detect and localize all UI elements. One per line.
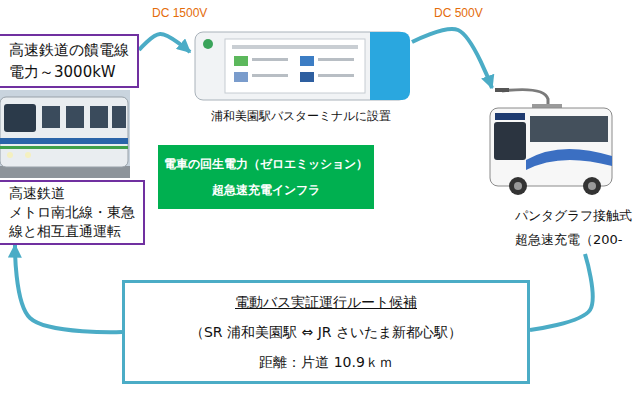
train-photo-part	[42, 106, 60, 128]
railway-box: 高速鉄道メトロ南北線・東急線と相互直通運転	[0, 180, 145, 245]
charger-illustration-part	[318, 74, 354, 77]
node-text: 超急速充電インフラ	[164, 177, 368, 203]
charger-illustration-part	[318, 58, 354, 61]
node-text: 超急速充電（200-	[515, 228, 632, 252]
train-photo-part	[25, 152, 31, 158]
node-text: 線と相互直通運転	[9, 222, 135, 241]
bus-illustration-part	[526, 149, 612, 170]
charger-illustration-part	[370, 32, 410, 100]
bus-illustration-part	[509, 177, 527, 195]
train-photo	[0, 90, 130, 178]
bus-illustration-part	[588, 182, 596, 190]
feeder-box: 高速鉄道の饋電線電力～3000kW	[0, 34, 139, 88]
bus-illustration-part	[514, 182, 522, 190]
flow-arrow	[139, 34, 190, 52]
node-text: メトロ南北線・東急	[9, 203, 135, 222]
train-photo-part	[0, 97, 128, 167]
voltage-label: DC 500V	[432, 6, 485, 20]
charger-caption-node: 浦和美園駅バスターミナルに設置	[190, 28, 412, 124]
train-photo-part	[0, 90, 130, 178]
node-text: 高速鉄道の饋電線	[9, 39, 129, 61]
charger-illustration-part	[203, 39, 213, 49]
bus-illustration-part	[495, 88, 509, 92]
voltage-label: DC 1500V	[150, 6, 209, 20]
train-photo-part	[112, 106, 126, 128]
charger-illustration-part	[252, 58, 288, 61]
train-photo-part	[0, 138, 128, 144]
node-text: （SR 浦和美園駅 ⇔ JR さいたま新都心駅）	[129, 317, 523, 347]
flow-arrow	[530, 254, 593, 330]
bus-caption-node: パンタグラフ接触式超急速充電（200-	[488, 84, 636, 254]
node-text: 浦和美園駅バスターミナルに設置	[190, 108, 412, 124]
charger-illustration-part	[252, 74, 288, 77]
charger-illustration-part	[300, 56, 314, 66]
charger-illustration-part	[232, 45, 358, 49]
route-box: 電動バス実証運行ルート候補（SR 浦和美園駅 ⇔ JR さいたま新都心駅）距離：…	[122, 280, 530, 384]
flow-arrow	[15, 245, 122, 332]
charger-illustration-part	[225, 39, 365, 93]
train-photo-part	[66, 106, 84, 128]
node-text: 距離：片道 10.9ｋｍ	[129, 347, 523, 377]
bus-illustration-part	[530, 116, 608, 142]
node-text: 高速鉄道	[9, 184, 135, 203]
train-photo-part	[0, 146, 128, 149]
node-text: 電力～3000kW	[9, 61, 129, 83]
charger-illustration-part	[300, 72, 314, 82]
infrastructure-box: 電車の回生電力（ゼロエミッション）超急速充電インフラ	[158, 145, 374, 209]
charger-illustration-part	[234, 56, 248, 66]
charger-illustration-part	[370, 32, 380, 100]
train-photo-part	[4, 104, 36, 132]
charger-illustration-part	[234, 72, 248, 82]
charger-illustration-part	[195, 32, 407, 100]
charger-illustration	[195, 32, 410, 100]
node-text: 電動バス実証運行ルート候補	[129, 287, 523, 317]
bus-illustration-part	[490, 108, 612, 186]
train-photo-part	[0, 166, 130, 178]
bus-illustration-part	[494, 122, 526, 160]
train-photo-part	[7, 152, 13, 158]
node-text: 電車の回生電力（ゼロエミッション）	[164, 151, 368, 177]
train-photo-part	[90, 106, 108, 128]
flow-arrow	[412, 29, 492, 88]
node-text: パンタグラフ接触式	[515, 204, 632, 228]
bus-illustration-part	[495, 113, 525, 120]
bus-illustration	[490, 88, 612, 195]
bus-illustration-part	[583, 177, 601, 195]
